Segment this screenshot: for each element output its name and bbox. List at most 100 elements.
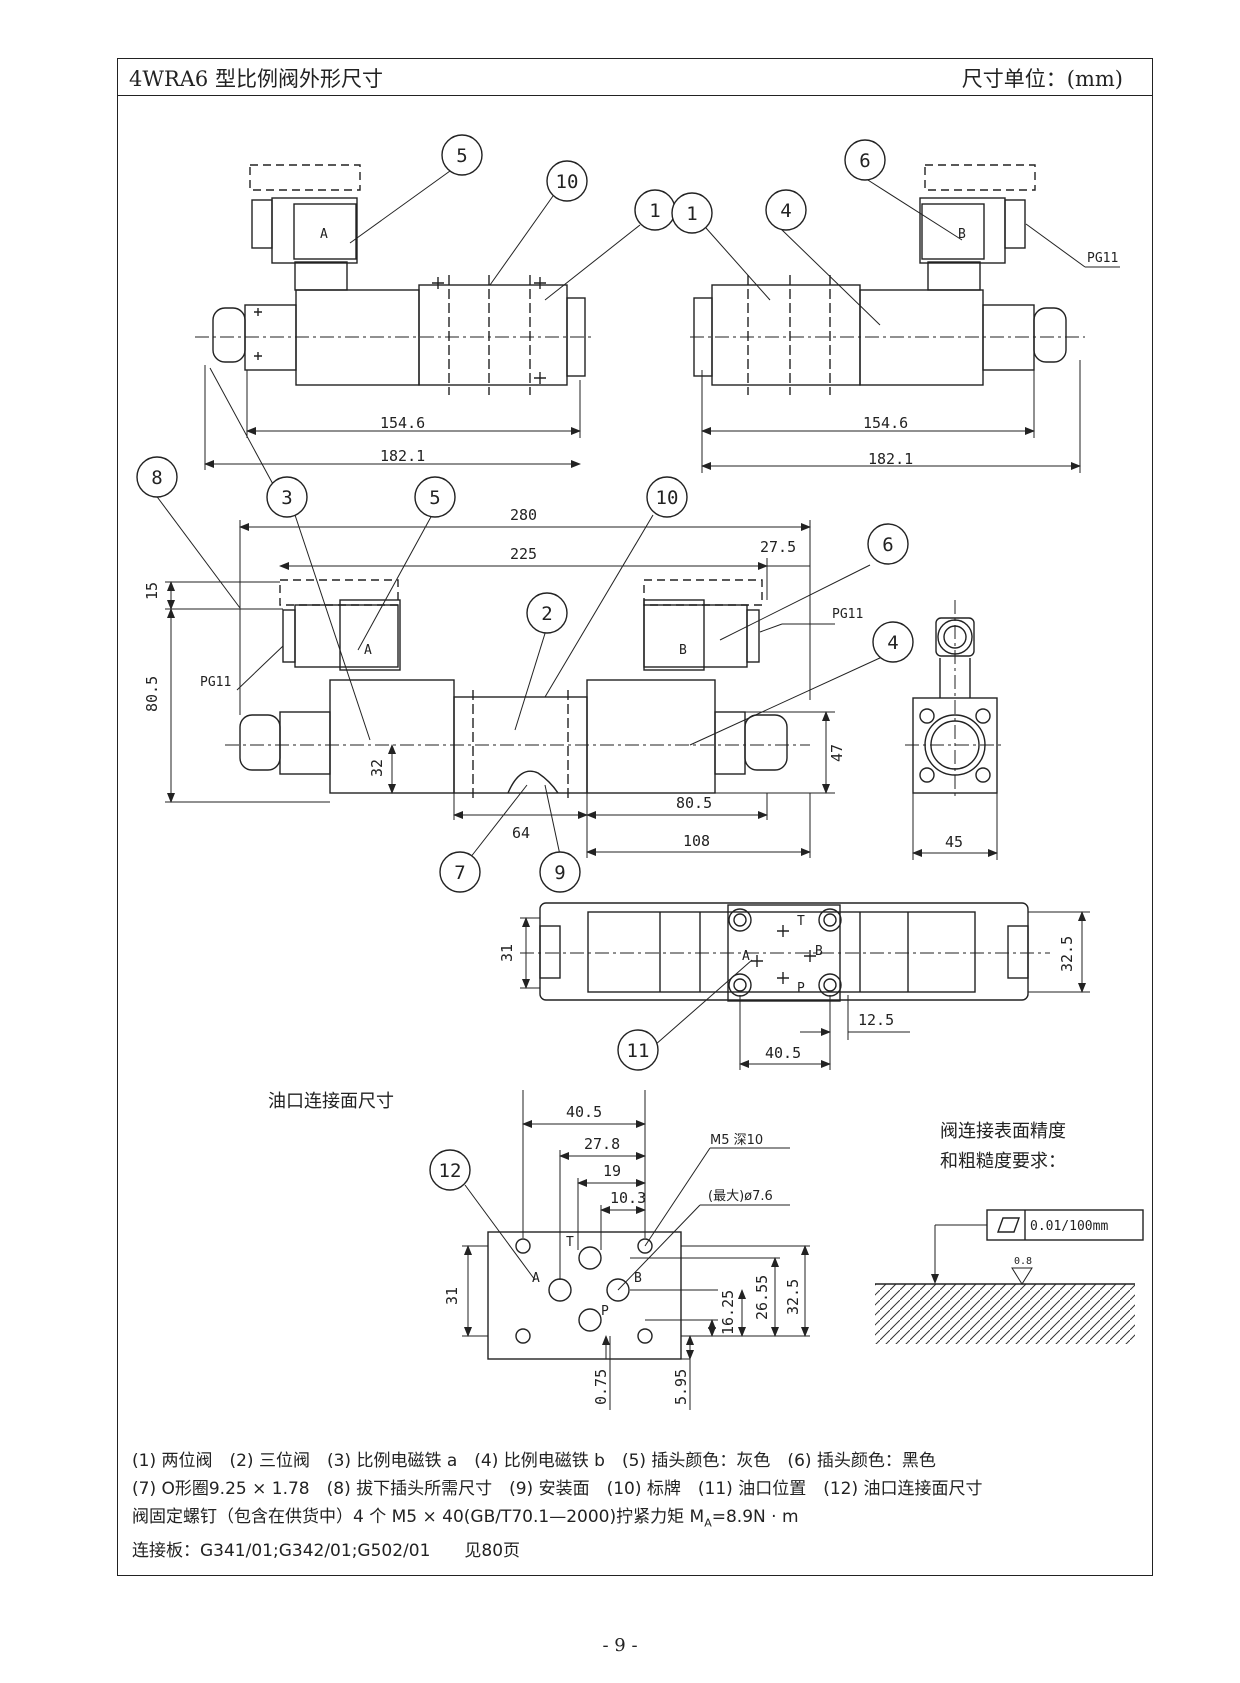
front-view — [165, 520, 835, 858]
dim-40-5-port: 40.5 — [566, 1103, 602, 1121]
callout-circle — [867, 523, 909, 565]
callout-circle — [546, 160, 588, 202]
port-p-face: P — [601, 1304, 609, 1319]
side-view — [905, 600, 1005, 860]
flatness-value: 0.01/100mm — [1030, 1219, 1108, 1234]
callout-9: 9 — [539, 851, 581, 893]
pg11-label-right: PG11 — [832, 607, 863, 622]
small-labels: PG11 PG11 PG11 A B A B T A B P T A B P M… — [200, 227, 1118, 1319]
leader-lines — [151, 170, 963, 1281]
notes-line-3-text: 阀固定螺钉（包含在供货中）4 个 M5 × 40(GB/T70.1—2000)拧… — [132, 1507, 705, 1527]
notes-line-2: (7) O形圈9.25 × 1.78 (8) 拔下插头所需尺寸 (9) 安装面 … — [132, 1479, 983, 1499]
dim-154-6-left: 154.6 — [380, 414, 425, 432]
callout-3: 3 — [266, 476, 308, 518]
port-t-bottom: T — [797, 914, 805, 929]
callout-number: 9 — [554, 862, 565, 884]
pg11-label-left: PG11 — [200, 675, 231, 690]
callout-circle — [136, 456, 178, 498]
section-labels: 油口连接面尺寸 阀连接表面精度 和粗糙度要求： — [268, 1091, 1066, 1172]
callout-10: 10 — [546, 160, 588, 202]
dim-19: 19 — [603, 1162, 621, 1180]
dim-32-5-bottom: 32.5 — [1058, 936, 1076, 972]
pg11-label-top: PG11 — [1087, 251, 1118, 266]
port-face-view — [462, 1090, 810, 1410]
callout-circle — [765, 189, 807, 231]
callout-number: 4 — [780, 200, 791, 222]
surface-requirement-line2: 和粗糙度要求： — [940, 1151, 1066, 1172]
port-a-face: A — [532, 1271, 540, 1286]
drawing-frame — [117, 58, 1153, 1576]
port-b-face: B — [634, 1271, 642, 1286]
port-b-bottom: B — [815, 944, 823, 959]
port-a-bottom: A — [742, 949, 750, 964]
callout-circle — [441, 134, 483, 176]
unit-label: 尺寸单位：(mm) — [961, 67, 1123, 91]
callout-number: 1 — [649, 200, 660, 222]
callout-circle — [872, 621, 914, 663]
plug-b-front-label: B — [679, 643, 687, 658]
header-bar: 4WRA6 型比例阀外形尺寸 尺寸单位：(mm) — [117, 58, 1153, 96]
notes-line-3-end: =8.9N · m — [711, 1507, 799, 1527]
dim-225: 225 — [510, 545, 537, 563]
notes-line-4: 连接板：G341/01;G342/01;G502/01 见80页 — [132, 1541, 521, 1562]
notes-block: (1) 两位阀 (2) 三位阀 (3) 比例电磁铁 a (4) 比例电磁铁 b … — [132, 1447, 1142, 1565]
dim-80-5-vertical: 80.5 — [143, 676, 161, 712]
dim-27-8: 27.8 — [584, 1135, 620, 1153]
dim-31-port: 31 — [443, 1287, 461, 1305]
dim-80-5-horizontal: 80.5 — [676, 794, 712, 812]
port-p-bottom: P — [797, 981, 805, 996]
dim-280: 280 — [510, 506, 537, 524]
callout-number: 5 — [429, 487, 440, 509]
callout-circle — [429, 1149, 471, 1191]
port-t-face: T — [566, 1235, 574, 1250]
m5-thread-label: M5 深10 — [710, 1133, 763, 1148]
callout-1: 1 — [671, 192, 713, 234]
callout-circle — [844, 139, 886, 181]
dim-40-5-bottom: 40.5 — [765, 1044, 801, 1062]
dim-45: 45 — [945, 833, 963, 851]
max-diameter-label: (最大)ø7.6 — [708, 1189, 773, 1204]
callout-circle — [526, 592, 568, 634]
callout-number: 3 — [281, 487, 292, 509]
dim-31-bottom: 31 — [498, 944, 516, 962]
callout-6: 6 — [844, 139, 886, 181]
callout-1: 1 — [634, 189, 676, 231]
bottom-view — [520, 902, 1090, 1070]
callout-2: 2 — [526, 592, 568, 634]
callout-5: 5 — [414, 476, 456, 518]
dim-182-1-right: 182.1 — [868, 450, 913, 468]
dim-15: 15 — [143, 582, 161, 600]
notes-line-1: (1) 两位阀 (2) 三位阀 (3) 比例电磁铁 a (4) 比例电磁铁 b … — [132, 1451, 936, 1471]
roughness-value: 0.8 — [1014, 1256, 1032, 1267]
page-title: 4WRA6 型比例阀外形尺寸 — [129, 67, 383, 91]
port-face-heading: 油口连接面尺寸 — [268, 1091, 394, 1112]
dim-10-3: 10.3 — [610, 1189, 646, 1207]
callout-5: 5 — [441, 134, 483, 176]
dim-12-5: 12.5 — [858, 1011, 894, 1029]
callout-circle — [671, 192, 713, 234]
callout-circle — [646, 476, 688, 518]
callout-11: 11 — [617, 1029, 659, 1071]
callout-12: 12 — [429, 1149, 471, 1191]
notes-line-3-subscript: A — [704, 1516, 712, 1530]
dim-64: 64 — [512, 824, 530, 842]
surface-requirement-line1: 阀连接表面精度 — [940, 1121, 1066, 1142]
callout-number: 10 — [656, 487, 679, 509]
plug-b-label: B — [958, 227, 966, 242]
page-number: - 9 - — [602, 1635, 638, 1656]
callout-circle — [539, 851, 581, 893]
callout-number: 7 — [454, 862, 465, 884]
callout-number: 6 — [882, 534, 893, 556]
dimension-labels: 154.6 182.1 154.6 182.1 280 225 27.5 15 … — [143, 414, 1076, 1405]
callout-6: 6 — [867, 523, 909, 565]
callout-number: 12 — [439, 1160, 462, 1182]
dim-108: 108 — [683, 832, 710, 850]
callout-circle — [266, 476, 308, 518]
top-right-view — [690, 164, 1120, 473]
callout-circle — [439, 851, 481, 893]
callout-4: 4 — [872, 621, 914, 663]
callout-circle — [414, 476, 456, 518]
dim-182-1-left: 182.1 — [380, 447, 425, 465]
callout-number: 10 — [556, 171, 579, 193]
